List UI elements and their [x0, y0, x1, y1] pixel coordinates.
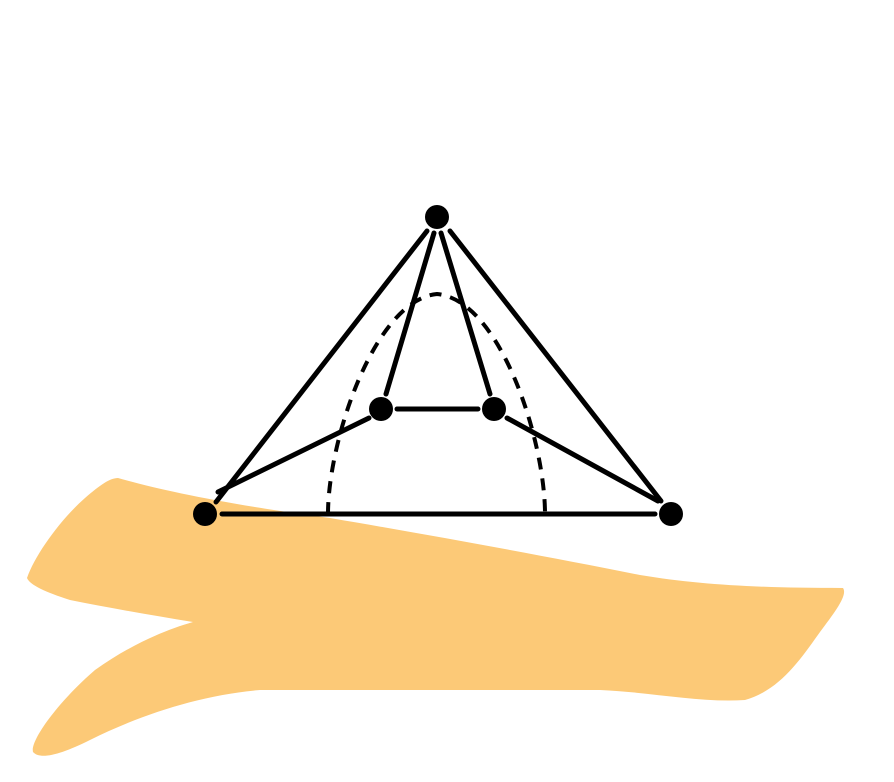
vertex-top — [425, 205, 449, 229]
shaded-region — [27, 478, 845, 756]
edge-top-bottom-left — [213, 228, 430, 505]
vertex-bottom-left — [193, 502, 217, 526]
vertex-bottom-right — [659, 502, 683, 526]
edge-top-bottom-right — [447, 228, 664, 504]
edge-inner-left-bottom-left — [215, 415, 372, 495]
vertices — [193, 205, 683, 526]
vertex-inner-right — [482, 397, 506, 421]
edge-inner-right-bottom-right — [504, 415, 661, 504]
edges — [213, 228, 664, 517]
edge-top-inner-right — [438, 230, 493, 397]
edge-top-inner-left — [383, 230, 437, 397]
vertex-inner-left — [369, 397, 393, 421]
dashed-curve — [326, 291, 547, 515]
